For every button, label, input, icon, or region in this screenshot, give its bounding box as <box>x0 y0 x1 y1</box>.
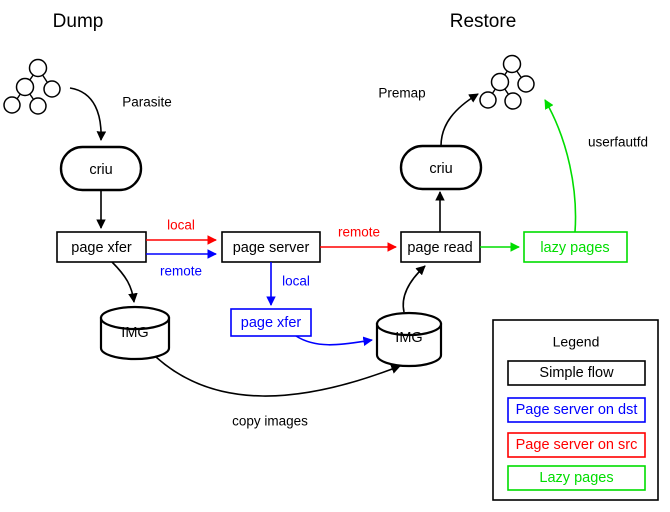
process-tree-destination <box>479 54 535 110</box>
tree-node <box>43 80 61 98</box>
restore-section-title: Restore <box>450 11 517 32</box>
tree-node <box>502 54 522 74</box>
legend-swatch-simple-flow[interactable] <box>507 360 646 386</box>
img-src-label: IMG <box>121 325 148 341</box>
legend-label-page-server-on-dst: Page server on dst <box>516 402 638 418</box>
edge-img-dst-to-page-read <box>402 265 426 313</box>
edge-page-xfer-dst-to-img-dst <box>295 335 373 347</box>
edge-premap <box>440 93 479 147</box>
criu-dump-label: criu <box>89 162 112 178</box>
edge-parasite <box>69 87 107 141</box>
edge-label-userfaultfd: userfautfd <box>588 135 648 150</box>
page-xfer-dst-node[interactable] <box>230 308 312 337</box>
tree-node <box>490 72 510 92</box>
tree-node <box>504 92 522 110</box>
tree-node <box>28 58 48 78</box>
tree-node <box>3 96 21 114</box>
page-read-node[interactable] <box>400 231 481 263</box>
legend-label-lazy-pages: Lazy pages <box>539 470 613 486</box>
page-xfer-src-label: page xfer <box>71 240 132 256</box>
legend-swatch-page-server-on-src[interactable] <box>507 432 646 458</box>
page-read-label: page read <box>407 240 472 256</box>
edge-label-premap: Premap <box>378 86 425 101</box>
edge-userfaultfd <box>544 99 577 233</box>
tree-node <box>15 77 35 97</box>
edge-label-local-dst: local <box>282 274 310 289</box>
edge-label-parasite: Parasite <box>122 95 172 110</box>
edge-copy-images <box>155 356 401 397</box>
lazy-pages-node[interactable] <box>523 231 628 263</box>
edge-page-xfer-to-img-src <box>111 261 138 303</box>
legend-label-simple-flow: Simple flow <box>539 365 614 381</box>
legend-label-page-server-on-src: Page server on src <box>516 437 638 453</box>
criu-restore-label: criu <box>429 161 452 177</box>
edge-label-copy-images: copy images <box>232 414 308 429</box>
process-tree-source <box>3 58 61 115</box>
img-dst-node[interactable] <box>375 311 443 368</box>
edge-label-remote-src: remote <box>160 264 202 279</box>
lazy-pages-label: lazy pages <box>540 240 609 256</box>
legend-panel: Legend Simple flow Page server on dst Pa… <box>492 319 659 501</box>
page-xfer-dst-label: page xfer <box>241 315 302 331</box>
tree-node <box>29 97 47 115</box>
tree-node <box>517 75 535 93</box>
img-dst-label: IMG <box>395 330 422 346</box>
dump-section-title: Dump <box>53 11 104 32</box>
edge-label-remote-dst: remote <box>338 225 380 240</box>
tree-node <box>479 91 497 109</box>
page-server-label: page server <box>233 240 310 256</box>
page-xfer-src-node[interactable] <box>56 231 147 263</box>
legend-swatch-lazy-pages[interactable] <box>507 465 646 491</box>
legend-title: Legend <box>553 334 600 350</box>
edge-label-local-src: local <box>167 218 195 233</box>
img-src-node[interactable] <box>99 305 171 361</box>
legend-swatch-page-server-on-dst[interactable] <box>507 397 646 423</box>
